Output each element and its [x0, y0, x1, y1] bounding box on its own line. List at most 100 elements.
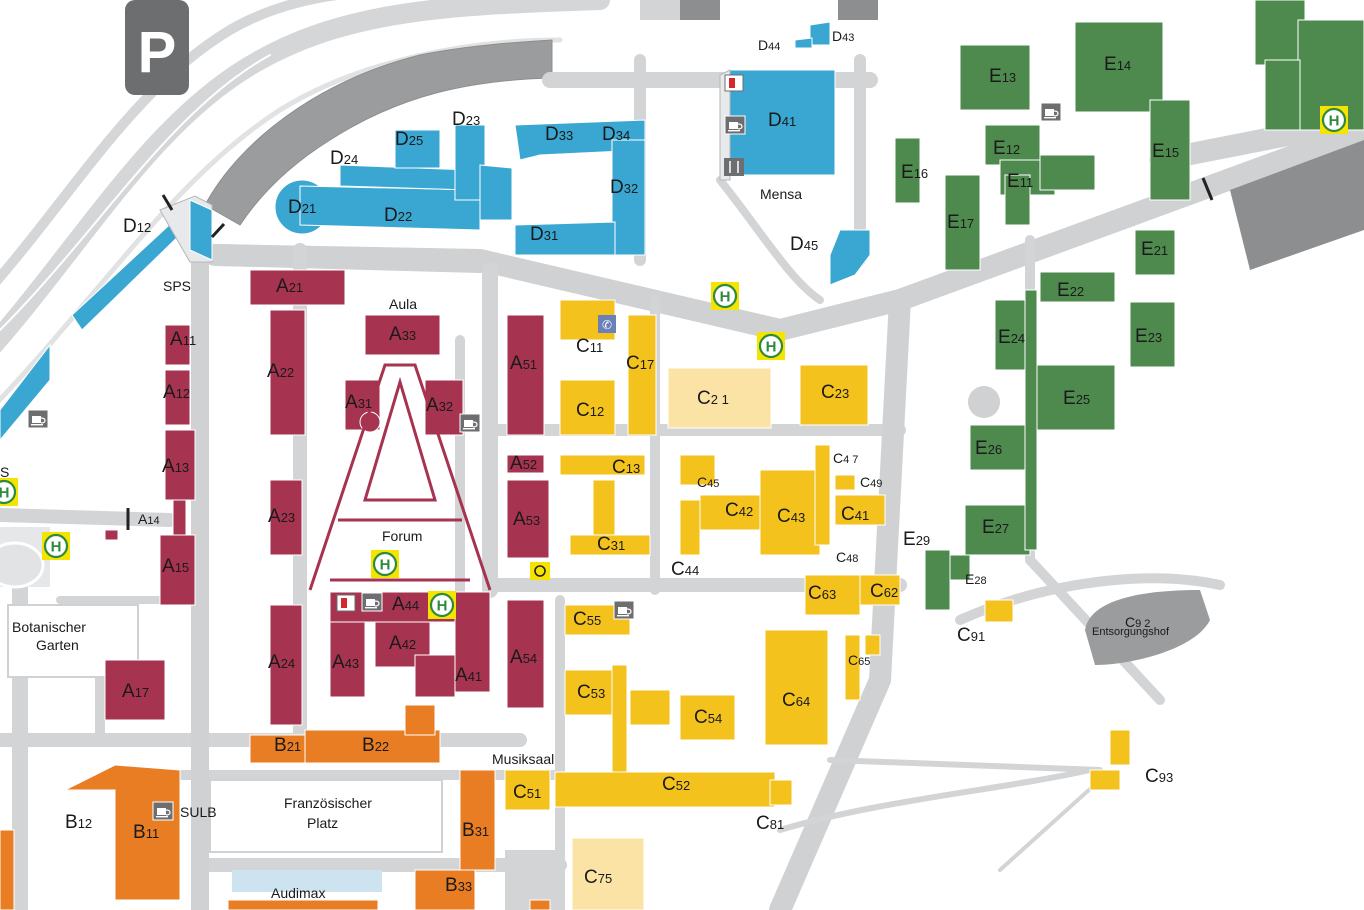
cutlery-icon[interactable]: [724, 158, 744, 176]
building-label-c53[interactable]: C53: [577, 682, 605, 703]
bus-stop-icon[interactable]: [426, 589, 458, 621]
building-label-a13[interactable]: A13: [162, 456, 189, 477]
building-label-e13[interactable]: E13: [989, 66, 1016, 87]
building-label-d43[interactable]: D43: [832, 28, 854, 44]
building-label-d22[interactable]: D22: [384, 205, 412, 226]
building-label-d31[interactable]: D31: [530, 224, 558, 245]
building-label-a31[interactable]: A31: [345, 392, 372, 413]
building-label-b21[interactable]: B21: [274, 735, 301, 756]
building-label-e26[interactable]: E26: [975, 438, 1002, 459]
building-label-c43[interactable]: C43: [777, 506, 805, 527]
building-label-c42[interactable]: C42: [725, 500, 753, 521]
building-label-b33[interactable]: B33: [445, 875, 472, 896]
building-label-c17[interactable]: C17: [626, 353, 654, 374]
building-label-c54[interactable]: C54: [694, 707, 722, 728]
building-label-c91[interactable]: C91: [957, 625, 985, 646]
building-label-c75[interactable]: C75: [584, 867, 612, 888]
phone-icon[interactable]: ✆: [598, 315, 616, 333]
building-label-d41[interactable]: D41: [768, 110, 796, 131]
building-label-a22[interactable]: A22: [267, 361, 294, 382]
building-label-e25[interactable]: E25: [1063, 388, 1090, 409]
building-label-e29[interactable]: E29: [903, 529, 930, 550]
building-label-e12[interactable]: E12: [993, 138, 1020, 159]
building-label-d21[interactable]: D21: [288, 197, 316, 218]
building-label-d23[interactable]: D23: [452, 109, 480, 130]
bus-stop-icon[interactable]: [709, 280, 741, 312]
building-label-e22[interactable]: E22: [1057, 280, 1084, 301]
building-label-d45[interactable]: D45: [790, 234, 818, 255]
building-label-a11[interactable]: A11: [170, 329, 196, 350]
building-label-c51[interactable]: C51: [513, 782, 541, 803]
bus-stop-icon[interactable]: [0, 476, 20, 508]
building-label-e21[interactable]: E21: [1141, 239, 1168, 260]
building-label-e15[interactable]: E15: [1152, 141, 1179, 162]
building-label-d25[interactable]: D25: [395, 129, 423, 150]
building-label-a23[interactable]: A23: [268, 506, 295, 527]
cafe-icon[interactable]: [724, 115, 746, 135]
building-label-e11[interactable]: E11: [1007, 171, 1033, 192]
building-label-d24[interactable]: D24: [330, 148, 358, 169]
building-label-c45[interactable]: C45: [697, 474, 719, 490]
building-label-c65[interactable]: C65: [848, 652, 870, 668]
building-label-c44[interactable]: C44: [671, 559, 699, 580]
building-label-a54[interactable]: A54: [510, 647, 537, 668]
building-label-c52[interactable]: C52: [662, 774, 690, 795]
building-label-e28[interactable]: E28: [965, 571, 987, 587]
building-label-c62[interactable]: C62: [870, 581, 898, 602]
building-label-e24[interactable]: E24: [998, 327, 1025, 348]
building-label-e27[interactable]: E27: [982, 517, 1009, 538]
cafe-icon[interactable]: [459, 413, 481, 433]
building-label-c41[interactable]: C41: [841, 504, 869, 525]
building-label-c21[interactable]: C2 1: [697, 388, 729, 409]
bus-stop-icon[interactable]: [40, 530, 72, 562]
building-label-e16[interactable]: E16: [901, 162, 928, 183]
building-label-c49[interactable]: C49: [860, 474, 882, 490]
building-label-c63[interactable]: C63: [808, 583, 836, 604]
building-label-d32[interactable]: D32: [610, 177, 638, 198]
building-label-a44[interactable]: A44: [392, 594, 419, 615]
cafe-icon[interactable]: [152, 801, 174, 821]
building-label-c55[interactable]: C55: [573, 609, 601, 630]
building-label-e14[interactable]: E14: [1104, 54, 1131, 75]
building-label-c64[interactable]: C64: [782, 690, 810, 711]
cafe-icon[interactable]: [1040, 102, 1062, 122]
building-label-b22[interactable]: B22: [362, 735, 389, 756]
building-label-c47[interactable]: C4 7: [833, 450, 858, 466]
building-label-a53[interactable]: A53: [513, 509, 540, 530]
building-label-d33[interactable]: D33: [545, 124, 573, 145]
building-label-c13[interactable]: C13: [612, 457, 640, 478]
building-label-a32[interactable]: A32: [426, 395, 453, 416]
building-label-c23[interactable]: C23: [821, 382, 849, 403]
building-label-a33[interactable]: A33: [389, 324, 416, 345]
building-label-a12[interactable]: A12: [163, 382, 190, 403]
bus-stop-icon[interactable]: [369, 548, 401, 580]
building-label-d34[interactable]: D34: [602, 124, 630, 145]
building-label-a21[interactable]: A21: [276, 276, 303, 297]
building-label-c48[interactable]: C48: [836, 549, 858, 565]
building-label-c11[interactable]: C11: [576, 336, 603, 357]
building-label-a24[interactable]: A24: [268, 652, 295, 673]
building-label-c92[interactable]: C9 2: [1125, 614, 1150, 630]
building-label-a15[interactable]: A15: [162, 556, 189, 577]
atm-icon[interactable]: [336, 74, 744, 612]
building-label-b12[interactable]: B12: [65, 812, 92, 833]
building-label-c93[interactable]: C93: [1145, 766, 1173, 787]
building-label-a52[interactable]: A52: [510, 453, 537, 474]
building-label-c31[interactable]: C31: [597, 534, 625, 555]
cafe-icon[interactable]: [361, 592, 383, 612]
parking-sign[interactable]: P: [125, 0, 189, 95]
building-label-b11[interactable]: B11: [133, 822, 159, 843]
building-label-c81[interactable]: C81: [756, 813, 784, 834]
cafe-icon[interactable]: [613, 600, 635, 620]
cafe-icon[interactable]: [27, 409, 49, 429]
building-label-a41[interactable]: A41: [455, 665, 482, 686]
building-label-a17[interactable]: A17: [122, 681, 149, 702]
building-label-a14[interactable]: A14: [138, 511, 160, 527]
building-label-e23[interactable]: E23: [1135, 326, 1162, 347]
post-icon[interactable]: [530, 562, 550, 580]
bus-stop-icon[interactable]: [1318, 104, 1350, 136]
building-label-e17[interactable]: E17: [947, 212, 974, 233]
building-label-d44[interactable]: D44: [758, 37, 780, 53]
building-label-a51[interactable]: A51: [510, 353, 537, 374]
